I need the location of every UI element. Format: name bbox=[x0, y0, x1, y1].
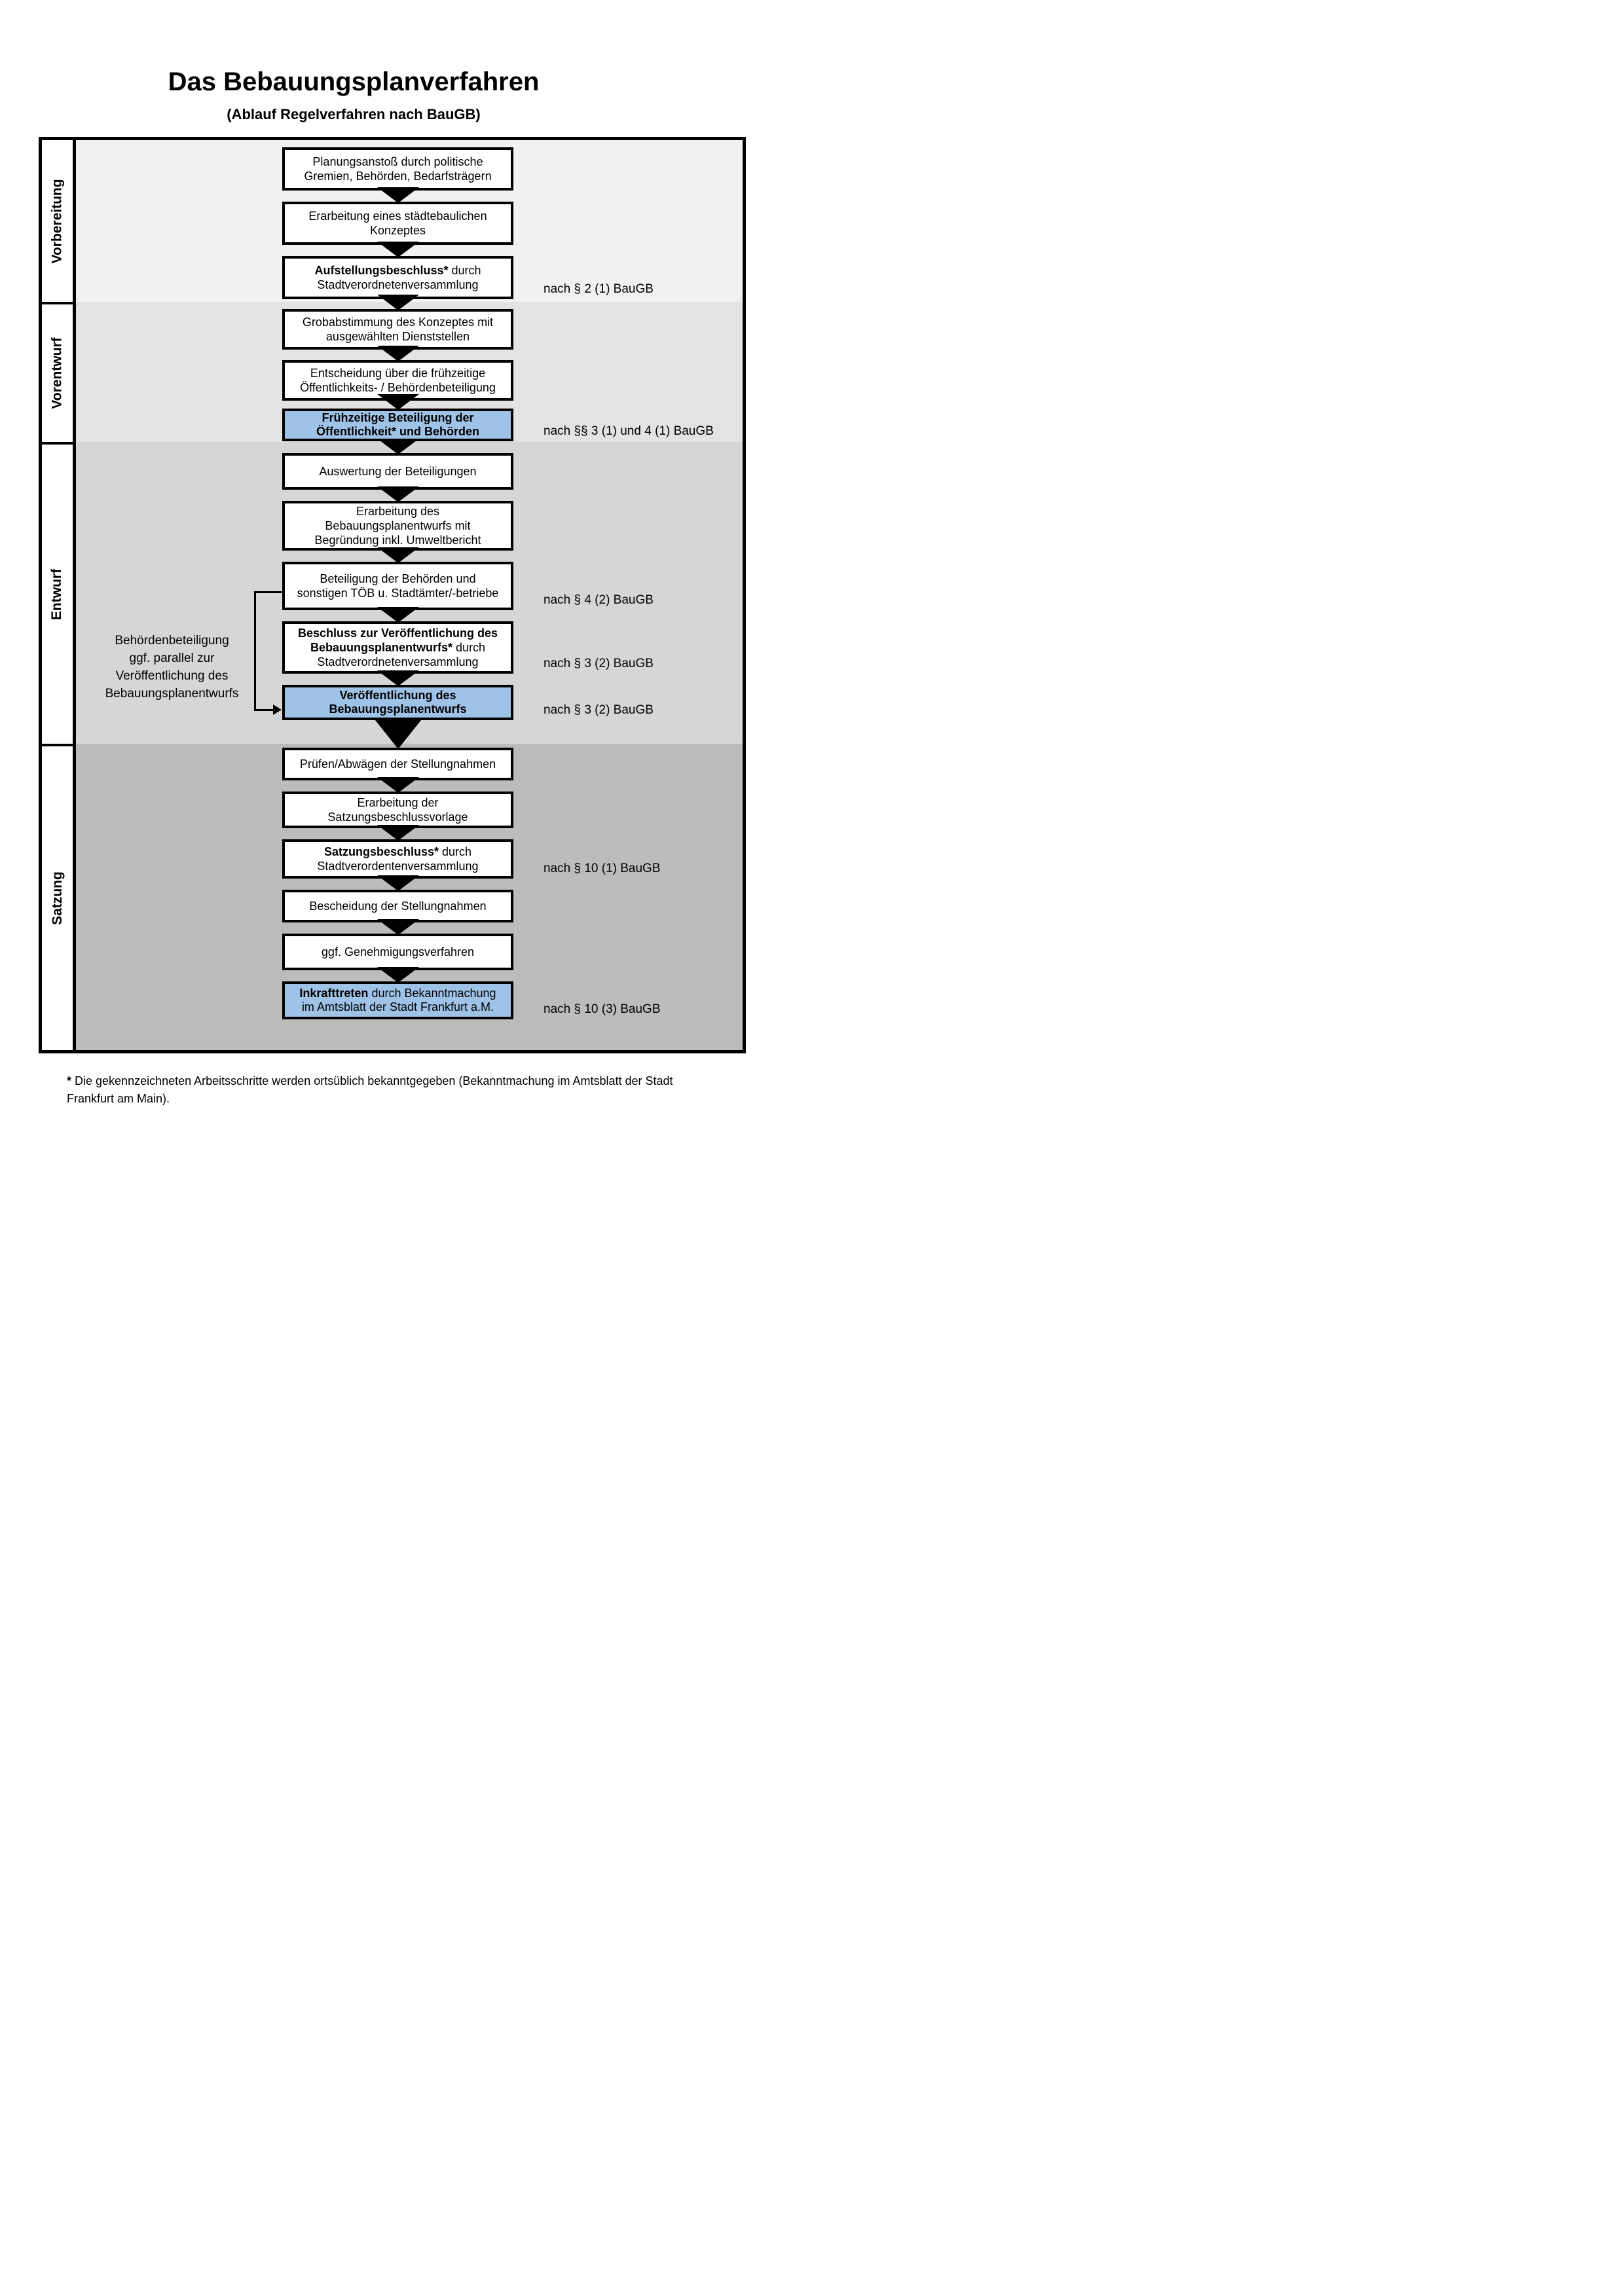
flow-arrow-down-icon bbox=[377, 875, 419, 891]
flow-box-line: Satzungsbeschlussvorlage bbox=[327, 811, 468, 824]
flow-arrow-down-icon bbox=[377, 242, 419, 257]
law-reference: nach § 10 (1) BauGB bbox=[544, 862, 661, 875]
flow-box-line: Entscheidung über die frühzeitige bbox=[310, 367, 486, 380]
flow-box-line: Erarbeitung des bbox=[356, 505, 440, 518]
flow-box-line: Bebauungsplanentwurfs bbox=[329, 702, 467, 716]
flow-box-line: Inkrafttreten durch Bekanntmachung bbox=[299, 987, 496, 1000]
flow-arrow-down-icon bbox=[377, 670, 419, 686]
flow-box-line: Beteiligung der Behörden und bbox=[320, 572, 476, 585]
flow-box-line: Öffentlichkeits- / Behördenbeteiligung bbox=[300, 381, 496, 394]
side-annotation-line: ggf. parallel zur bbox=[129, 651, 215, 665]
flow-box: Beteiligung der Behörden und sonstigen TÖ… bbox=[282, 562, 513, 610]
side-annotation-line: Bebauungsplanentwurfs bbox=[105, 687, 239, 701]
law-reference: nach § 4 (2) BauGB bbox=[544, 593, 654, 607]
flow-box-line: Grobabstimmung des Konzeptes mit bbox=[302, 316, 494, 329]
flow-arrow-down-icon bbox=[377, 346, 419, 361]
flow-box-line: im Amtsblatt der Stadt Frankfurt a.M. bbox=[301, 1000, 494, 1013]
flow-box-line: Erarbeitung eines städtebaulichen bbox=[308, 210, 487, 223]
flow-arrow-down-icon bbox=[377, 439, 419, 454]
flow-arrow-down-icon bbox=[375, 720, 421, 749]
connector-arrowhead-icon bbox=[273, 704, 282, 715]
flow-arrow-down-icon bbox=[377, 486, 419, 502]
flow-box: Auswertung der Beteiligungen bbox=[282, 453, 513, 490]
flow-box-line: sonstigen TÖB u. Stadtämter/-betriebe bbox=[297, 587, 499, 600]
phase-label-entwurf: Entwurf bbox=[49, 568, 65, 620]
law-reference: nach §§ 3 (1) und 4 (1) BauGB bbox=[544, 424, 714, 438]
law-reference: nach § 2 (1) BauGB bbox=[544, 282, 654, 296]
page-title: Das Bebauungsplanverfahren bbox=[168, 67, 540, 96]
flow-box-line: Planungsanstoß durch politische bbox=[312, 155, 483, 168]
flow-box: ggf. Genehmigungsverfahren bbox=[282, 934, 513, 970]
flow-arrow-down-icon bbox=[377, 547, 419, 563]
flow-box: Prüfen/Abwägen der Stellungnahmen bbox=[282, 748, 513, 780]
connector-line-bottom bbox=[254, 709, 274, 711]
law-reference: nach § 3 (2) BauGB bbox=[544, 657, 654, 670]
flow-box-line: Satzungsbeschluss* durch bbox=[323, 845, 472, 858]
phase-cell: Vorentwurf bbox=[42, 302, 76, 442]
flow-box-line: Stadtverordnetenversammlung bbox=[317, 278, 479, 291]
flow-box-line: Stadtverordentenversammlung bbox=[317, 860, 479, 873]
flow-arrow-down-icon bbox=[377, 777, 419, 793]
phase-cell: Satzung bbox=[42, 744, 76, 1050]
flow-box-line: Bescheidung der Stellungnahmen bbox=[309, 900, 487, 913]
phase-label-vorentwurf: Vorentwurf bbox=[49, 337, 65, 409]
flow-box-line: Begründung inkl. Umweltbericht bbox=[314, 534, 481, 547]
flow-arrow-down-icon bbox=[377, 919, 419, 935]
flow-box-line: Bebauungsplanentwurfs* durch bbox=[310, 641, 486, 654]
footnote-star: * bbox=[67, 1074, 72, 1087]
flow-arrow-down-icon bbox=[377, 187, 419, 203]
flow-box-line: Prüfen/Abwägen der Stellungnahmen bbox=[299, 757, 496, 771]
flow-box-line: Auswertung der Beteiligungen bbox=[319, 465, 477, 478]
page-subtitle: (Ablauf Regelverfahren nach BauGB) bbox=[227, 106, 481, 122]
flow-box-line: Frühzeitige Beteiligung der bbox=[322, 411, 474, 424]
flow-box-line: Öffentlichkeit* und Behörden bbox=[316, 425, 479, 438]
flow-box-line: ausgewählten Dienststellen bbox=[325, 330, 470, 343]
footnote-text: Die gekennzeichneten Arbeitsschritte wer… bbox=[67, 1074, 673, 1105]
flow-box: Bescheidung der Stellungnahmen bbox=[282, 890, 513, 922]
side-annotation: Behördenbeteiligung ggf. parallel zur Ve… bbox=[79, 632, 265, 702]
law-reference: nach § 3 (2) BauGB bbox=[544, 703, 654, 717]
phase-cell: Vorbereitung bbox=[42, 140, 76, 302]
flow-arrow-down-icon bbox=[377, 607, 419, 623]
phase-label-satzung: Satzung bbox=[49, 871, 65, 925]
side-annotation-line: Veröffentlichung des bbox=[115, 669, 229, 683]
flow-box-line: Stadtverordnetenversammlung bbox=[317, 655, 479, 668]
flow-box-line: Gremien, Behörden, Bedarfsträgern bbox=[304, 170, 492, 183]
flowchart-page: Das Bebauungsplanverfahren (Ablauf Regel… bbox=[0, 0, 812, 1148]
law-reference: nach § 10 (3) BauGB bbox=[544, 1002, 661, 1016]
flow-arrow-down-icon bbox=[377, 394, 419, 410]
phase-label-vorbereitung: Vorbereitung bbox=[49, 178, 65, 264]
phase-cell: Entwurf bbox=[42, 442, 76, 744]
flow-box-line: Aufstellungsbeschluss* durch bbox=[314, 264, 481, 277]
footnote: * Die gekennzeichneten Arbeitsschritte w… bbox=[67, 1072, 682, 1108]
connector-line-vertical bbox=[254, 591, 256, 711]
flow-box-line: Bebauungsplanentwurfs mit bbox=[325, 519, 471, 532]
flow-box-line: Veröffentlichung des bbox=[339, 689, 456, 702]
flow-box-line: Konzeptes bbox=[369, 224, 426, 237]
flow-arrow-down-icon bbox=[377, 967, 419, 983]
connector-line-top bbox=[254, 591, 284, 593]
flow-arrow-down-icon bbox=[377, 825, 419, 841]
flow-box-line: Beschluss zur Veröffentlichung des bbox=[297, 627, 498, 640]
flow-box-line: Erarbeitung der bbox=[357, 796, 439, 809]
flow-arrow-down-icon bbox=[377, 295, 419, 310]
flow-box-line: ggf. Genehmigungsverfahren bbox=[321, 945, 475, 958]
side-annotation-line: Behördenbeteiligung bbox=[115, 634, 229, 647]
